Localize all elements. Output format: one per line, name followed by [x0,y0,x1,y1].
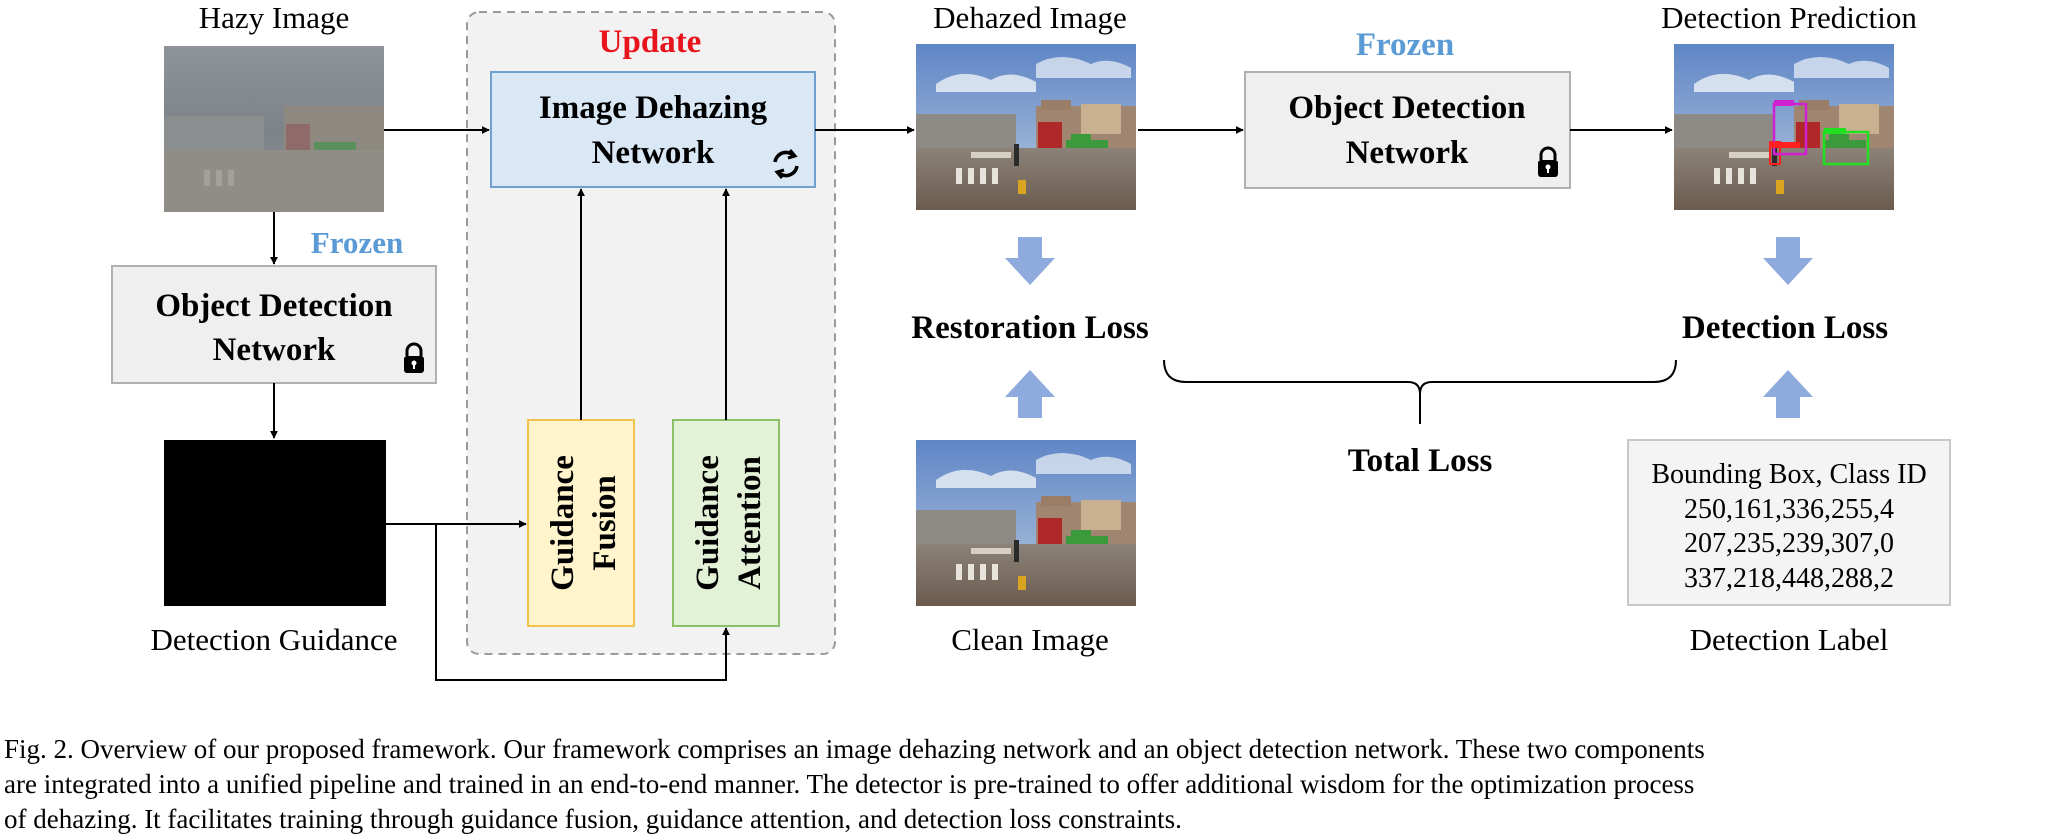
down-arrow-prediction [1763,237,1813,285]
restoration-loss-label: Restoration Loss [911,310,1149,346]
dehazed-image [916,44,1136,210]
hazy-image [164,46,384,212]
detection-label-box: Bounding Box, Class ID 250,161,336,255,4… [1627,439,1951,606]
detection-label-row: 207,235,239,307,0 [1684,528,1894,559]
guidance-fusion-box: Guidance Fusion [527,419,635,627]
down-arrow-dehazed [1005,237,1055,285]
refresh-icon [773,149,799,179]
dehazing-line1: Image Dehazing [539,90,768,126]
up-arrow-label [1763,370,1813,418]
image-dehazing-network: Image Dehazing Network [490,71,816,188]
lock-icon [1538,146,1558,177]
caption-line: Fig. 2. Overview of our proposed framewo… [4,734,1705,764]
object-detection-network-left: Object Detection Network [111,265,437,384]
caption-line: are integrated into a unified pipeline a… [4,769,1695,799]
detector-right-line2: Network [1346,135,1469,171]
caption-line: of dehazing. It facilitates training thr… [4,804,1182,834]
lock-icon [404,342,424,373]
detection-guidance-map [164,440,386,606]
clean-image-label: Clean Image [951,622,1109,657]
detection-guidance-label: Detection Guidance [150,622,397,657]
object-detection-network-right: Object Detection Network [1244,71,1571,189]
detection-prediction-label: Detection Prediction [1661,0,1917,35]
guidance-attention-box: Guidance Attention [672,419,780,627]
attention-line1: Guidance [690,455,726,591]
frozen-label-left: Frozen [311,225,403,260]
detection-loss-label: Detection Loss [1682,310,1888,346]
figure-caption: Fig. 2. Overview of our proposed framewo… [4,732,2060,837]
detector-left-line1: Object Detection [155,288,392,324]
detection-label-row: 250,161,336,255,4 [1684,494,1894,525]
fusion-line2: Fusion [587,475,623,570]
total-loss-brace [1163,359,1677,424]
up-arrow-clean [1005,370,1055,418]
framework-diagram: Hazy Image Frozen Object Detection Netwo… [111,0,1951,681]
arrow-guidance-to-attention [435,524,730,681]
fusion-line1: Guidance [545,455,581,591]
frozen-label-right: Frozen [1356,27,1454,63]
detection-prediction-image [1674,44,1894,210]
total-loss-label: Total Loss [1348,443,1493,479]
hazy-image-label: Hazy Image [199,0,350,35]
detection-label-caption: Detection Label [1690,622,1889,657]
attention-line2: Attention [732,456,768,590]
detector-left-line2: Network [213,332,336,368]
detection-label-header: Bounding Box, Class ID [1651,459,1926,490]
clean-image [916,440,1136,606]
detection-label-row: 337,218,448,288,2 [1684,563,1894,594]
dehazing-line2: Network [592,135,715,171]
detector-right-line1: Object Detection [1288,90,1525,126]
update-label: Update [599,24,702,60]
dehazed-image-label: Dehazed Image [933,0,1127,35]
